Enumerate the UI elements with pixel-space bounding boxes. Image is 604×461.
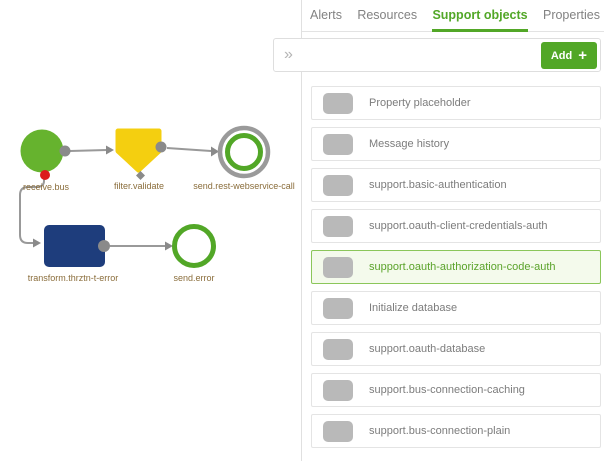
- list-item-oauth-authorization-code-auth[interactable]: support.oauth-authorization-code-auth: [311, 250, 601, 284]
- node-label: receive.bus: [23, 182, 70, 192]
- add-button-label: Add: [550, 49, 573, 62]
- list-item-bus-connection-caching[interactable]: support.bus-connection-caching: [311, 373, 601, 407]
- list-item-initialize-database[interactable]: Initialize database: [311, 291, 601, 325]
- edge-filter-to-webservice: [166, 146, 219, 157]
- right-panel: Alerts Resources Support objects Propert…: [273, 0, 604, 461]
- collapse-panel-icon[interactable]: »: [284, 46, 293, 63]
- list-item-oauth-client-credentials-auth[interactable]: support.oauth-client-credentials-auth: [311, 209, 601, 243]
- output-port-dot: [59, 145, 71, 157]
- support-object-icon: [323, 174, 353, 196]
- support-object-icon: [323, 338, 353, 360]
- add-button[interactable]: Add +: [540, 42, 597, 69]
- list-item-basic-authentication[interactable]: support.basic-authentication: [311, 168, 601, 202]
- arrowhead-icon: [106, 145, 114, 155]
- list-item-property-placeholder[interactable]: Property placeholder: [311, 86, 601, 120]
- node-transform-thrztn-t-error[interactable]: transform.thrztn-t-error: [28, 225, 119, 283]
- tab-resources[interactable]: Resources: [357, 8, 418, 22]
- support-object-icon: [323, 133, 353, 155]
- tab-alerts[interactable]: Alerts: [310, 8, 342, 22]
- list-item-label: Message history: [369, 138, 450, 150]
- support-object-icon: [323, 256, 353, 278]
- tab-properties[interactable]: Properties: [542, 8, 600, 22]
- plus-icon: +: [578, 47, 587, 64]
- list-item-label: support.oauth-authorization-code-auth: [369, 261, 556, 273]
- bottom-port-diamond: [136, 171, 145, 180]
- list-item-message-history[interactable]: Message history: [311, 127, 601, 161]
- edge-transform-to-senderror: [110, 241, 173, 251]
- list-item-bus-connection-plain[interactable]: support.bus-connection-plain: [311, 414, 601, 448]
- output-port-dot: [98, 240, 110, 252]
- output-port-dot: [155, 141, 167, 153]
- support-object-icon: [323, 420, 353, 442]
- list-item-label: support.bus-connection-caching: [369, 384, 525, 396]
- list-item-label: Initialize database: [369, 302, 458, 314]
- edge-receive-error-to-transform: [19, 179, 45, 248]
- support-object-icon: [323, 215, 353, 237]
- node-send-error[interactable]: send.error: [172, 224, 216, 284]
- arrowhead-icon: [165, 241, 173, 251]
- support-object-icon: [323, 379, 353, 401]
- panel-divider: [301, 0, 302, 461]
- list-item-label: support.oauth-database: [369, 343, 486, 355]
- tab-support-objects[interactable]: Support objects: [432, 0, 528, 32]
- arrowhead-icon: [33, 238, 41, 248]
- list-item-label: support.basic-authentication: [369, 179, 507, 191]
- support-objects-toolbar: » Add +: [273, 38, 601, 72]
- node-label: send.rest-webservice-call: [193, 181, 295, 191]
- error-port-dot: [40, 170, 50, 180]
- node-label: transform.thrztn-t-error: [28, 273, 119, 283]
- arrowhead-icon: [211, 146, 219, 157]
- edge-receive-to-filter: [69, 145, 114, 155]
- support-object-icon: [323, 297, 353, 319]
- list-item-oauth-database[interactable]: support.oauth-database: [311, 332, 601, 366]
- panel-tabbar: Alerts Resources Support objects Propert…: [302, 0, 604, 32]
- node-receive-bus[interactable]: receive.bus: [20, 129, 71, 193]
- list-item-label: support.oauth-client-credentials-auth: [369, 220, 548, 232]
- support-objects-list: Property placeholder Message history sup…: [311, 86, 601, 455]
- node-send-rest-webservice-call[interactable]: send.rest-webservice-call: [193, 125, 295, 191]
- node-label: filter.validate: [114, 181, 164, 191]
- support-object-icon: [323, 92, 353, 114]
- node-label: send.error: [173, 273, 214, 283]
- flow-diagram-canvas[interactable]: receive.bus filter.validate send.rest-we…: [0, 0, 300, 461]
- node-filter-validate[interactable]: filter.validate: [114, 128, 167, 191]
- list-item-label: support.bus-connection-plain: [369, 425, 511, 437]
- list-item-label: Property placeholder: [369, 97, 471, 109]
